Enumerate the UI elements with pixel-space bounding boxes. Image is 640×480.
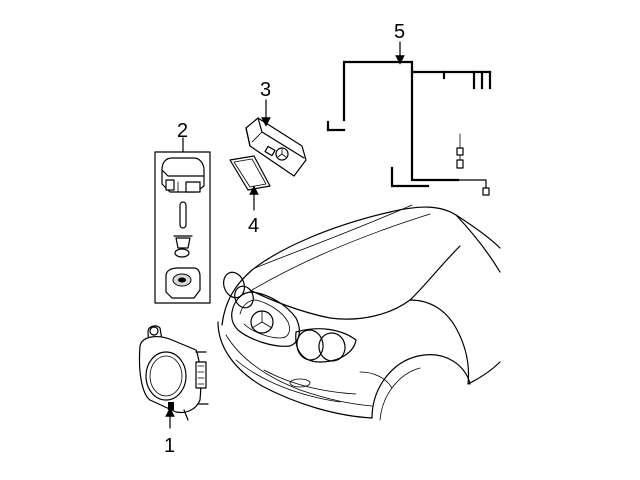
part-4-gasket-pad[interactable] bbox=[229, 155, 271, 191]
part-1-radar-sensor[interactable] bbox=[138, 325, 209, 421]
callout-2[interactable]: 2 bbox=[177, 120, 188, 142]
part-2-frame bbox=[154, 151, 211, 304]
callout-3[interactable]: 3 bbox=[260, 79, 271, 101]
part-2-component-kit[interactable] bbox=[154, 137, 211, 304]
callout-1[interactable]: 1 bbox=[164, 435, 175, 457]
car-front-illustration bbox=[217, 204, 501, 421]
callout-4[interactable]: 4 bbox=[248, 215, 259, 237]
part-3-control-module[interactable] bbox=[245, 117, 307, 177]
callout-5[interactable]: 5 bbox=[394, 21, 405, 43]
part-5-wiring-harness[interactable] bbox=[326, 60, 492, 196]
